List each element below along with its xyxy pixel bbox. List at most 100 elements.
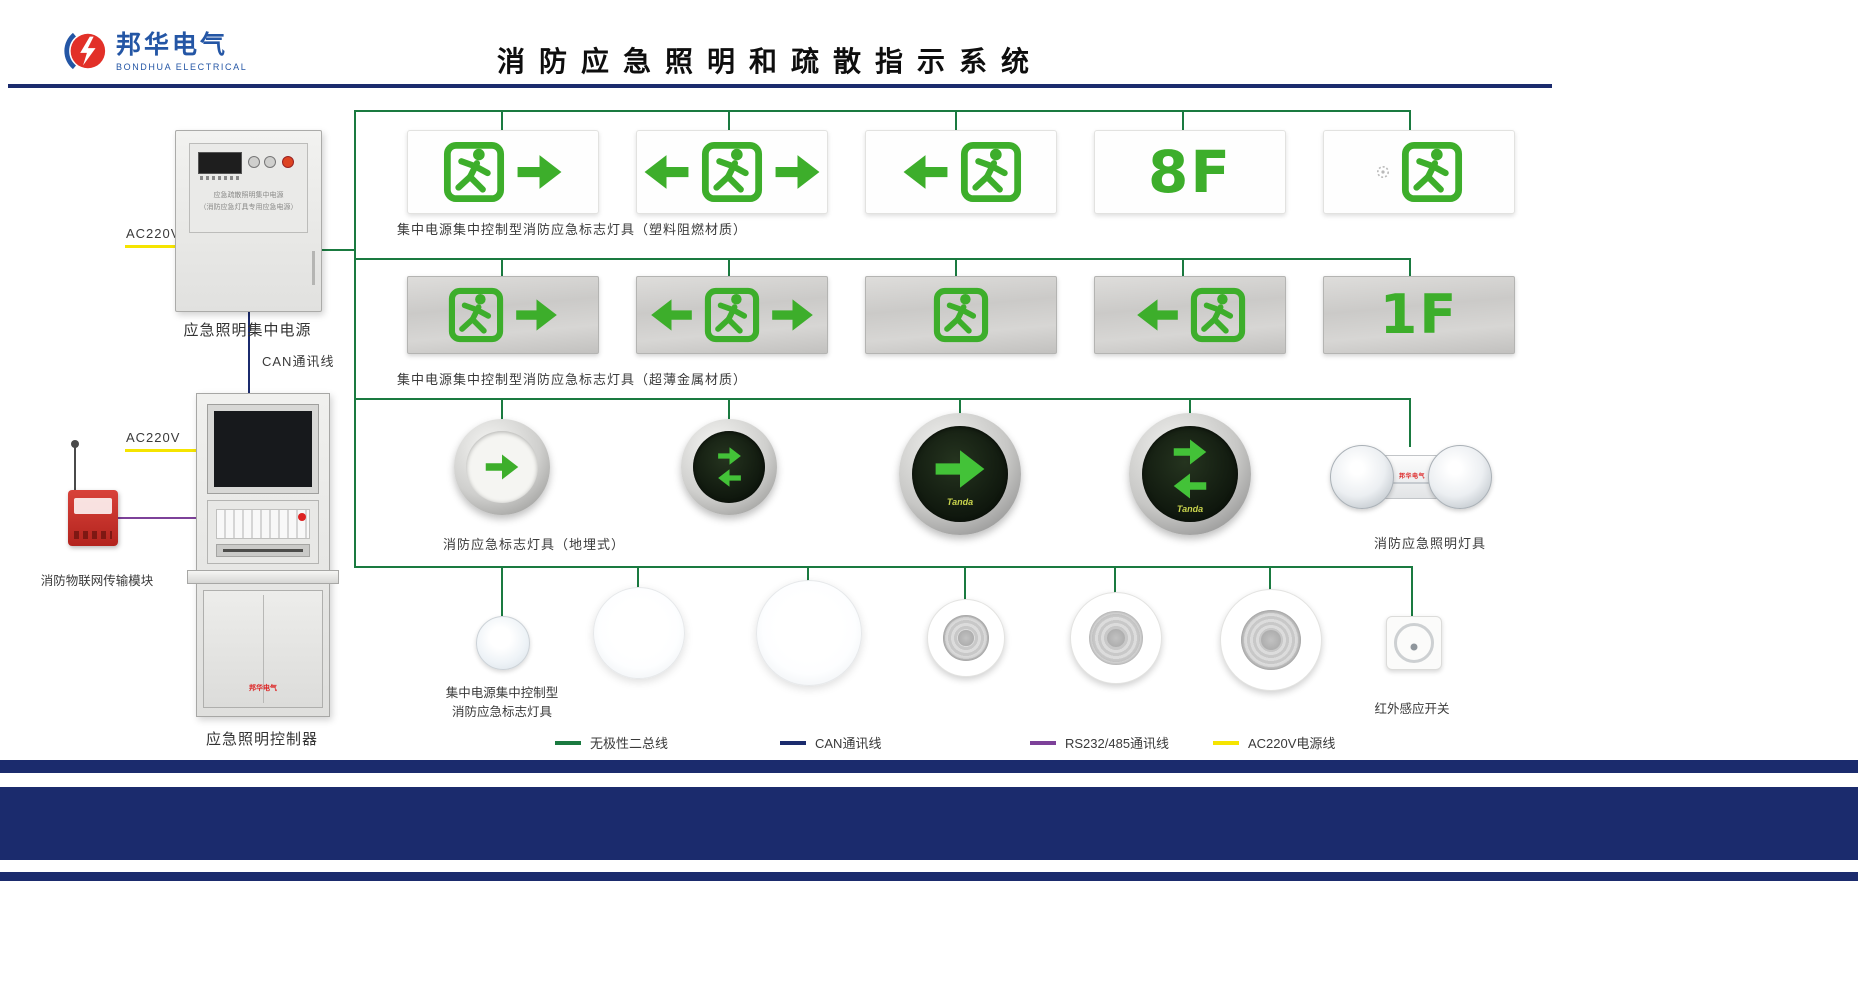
row4-caption-line1: 集中电源集中控制型 (445, 686, 559, 700)
iot-module-ports (74, 531, 112, 539)
exit-sign (1323, 130, 1515, 214)
brand-name: 邦华电气 (116, 31, 229, 59)
row3-caption-left: 消防应急标志灯具（地埋式） (443, 537, 626, 552)
twin-lamp-head-right (1428, 445, 1492, 509)
row4-caption-line2: 消防应急标志灯具 (451, 704, 552, 719)
drop-wire (1114, 566, 1116, 593)
drop-wire (501, 258, 503, 277)
arrow-left-icon (717, 469, 741, 487)
embedded-sign-light (454, 419, 550, 515)
power-cabinet-display (198, 152, 242, 174)
legend-item-can: CAN通讯线 (780, 733, 881, 752)
exit-sign (1094, 276, 1286, 354)
can-wire (248, 310, 250, 394)
brand-logo (62, 28, 108, 79)
exit-sign: 1F (1323, 276, 1515, 354)
drop-wire (728, 110, 730, 131)
disc-arrow (484, 447, 520, 487)
drop-wire (501, 566, 503, 616)
infrared-sensor-switch (1386, 616, 1442, 670)
drop-wire (1269, 566, 1271, 590)
drop-wire (807, 566, 809, 581)
arrow-right-icon (772, 299, 813, 331)
disc-brand-text: Tanda (946, 496, 974, 507)
embedded-sign-light: Tanda (1129, 413, 1251, 535)
exit-man-icon (704, 287, 760, 343)
arrow-left-icon (903, 155, 947, 189)
nameplate-line1: 应急疏散照明集中电源 (213, 192, 284, 199)
drop-wire (1409, 110, 1411, 131)
embedded-sign-light (681, 419, 777, 515)
iot-antenna-tip (71, 440, 79, 448)
header-divider (8, 84, 1552, 88)
row4-caption-left: 集中电源集中控制型 消防应急标志灯具 (427, 684, 577, 722)
row3-caption-right: 消防应急照明灯具 (1374, 536, 1487, 551)
controller-keyboard-ledge (187, 570, 339, 584)
exit-man-icon (701, 141, 763, 203)
legend-label: 无极性二总线 (590, 736, 669, 751)
photocell-icon (1377, 166, 1389, 178)
round-panel-light (756, 580, 862, 686)
drop-wire (728, 258, 730, 277)
disc-arrow (717, 464, 742, 492)
drop-wire (1182, 258, 1184, 277)
disc-brand-text: Tanda (1176, 503, 1204, 514)
power-cabinet-gauge (264, 156, 276, 168)
brand-text-block: 邦华电气 BONDHUA ELECTRICAL (116, 31, 247, 73)
exit-sign (407, 130, 599, 214)
exit-sign (865, 276, 1057, 354)
recessed-downlight (1070, 592, 1162, 684)
exit-man-icon (960, 141, 1021, 203)
drop-wire (959, 398, 961, 414)
iot-transmission-module (68, 490, 118, 546)
drop-wire (637, 566, 639, 588)
arrow-left-icon (1136, 299, 1178, 331)
power-cabinet-panel: 应急疏散照明集中电源 （消防应急灯具专用应急电源） (189, 143, 308, 233)
power-cabinet-red-button (282, 156, 294, 168)
embedded-light-face: Tanda (912, 426, 1008, 522)
controller-monitor (207, 404, 319, 494)
arrow-right-icon (1173, 439, 1207, 464)
power-cabinet-handle (312, 251, 315, 285)
disc-arrow (717, 442, 742, 470)
drop-wire (1182, 110, 1184, 131)
exit-sign (636, 130, 828, 214)
drop-wire (1189, 398, 1191, 414)
exit-man-icon (1401, 141, 1463, 203)
disc-arrow (1172, 432, 1208, 472)
controller-control-panel (207, 500, 319, 564)
drop-wire (501, 110, 503, 131)
drop-wire (955, 258, 957, 277)
controller-brand-text: 邦华电气 (249, 685, 277, 692)
page-title: 消防应急照明和疏散指示系统 (496, 46, 1043, 77)
arrow-left-icon (644, 155, 689, 189)
legend-swatch-yellow (1213, 740, 1239, 745)
power-cabinet-indicators (200, 176, 240, 180)
power-cabinet-nameplate: 应急疏散照明集中电源 （消防应急灯具专用应急电源） (193, 190, 304, 214)
arrow-right-icon (775, 155, 820, 189)
downlight-lamp (1106, 628, 1126, 648)
footer-stripe-wide (0, 787, 1858, 860)
downlight-lamp (1260, 629, 1282, 651)
arrow-left-icon (1173, 473, 1207, 498)
controller-alarm-led (298, 513, 306, 521)
arrow-left-icon (651, 299, 692, 331)
embedded-light-face (466, 431, 538, 503)
downlight-reflector (943, 615, 989, 661)
iot-module-label-plate (74, 498, 112, 514)
emergency-dome-light (476, 616, 530, 670)
downlight-reflector (1241, 610, 1301, 670)
iot-module-label: 消防物联网传输模块 (40, 574, 154, 588)
recessed-downlight (927, 599, 1005, 677)
downlight-lamp (958, 630, 974, 646)
arrow-right-icon (935, 449, 985, 488)
sign-floor-text: 1F (1379, 283, 1459, 346)
exit-man-icon (448, 287, 503, 343)
disc-arrow (1172, 466, 1208, 506)
power-cabinet-label: 应急照明集中电源 (183, 322, 312, 339)
sensor-ring (1394, 623, 1434, 663)
embedded-sign-light: Tanda (899, 413, 1021, 535)
exit-man-icon (1190, 287, 1245, 343)
power-cabinet-gauge (248, 156, 260, 168)
